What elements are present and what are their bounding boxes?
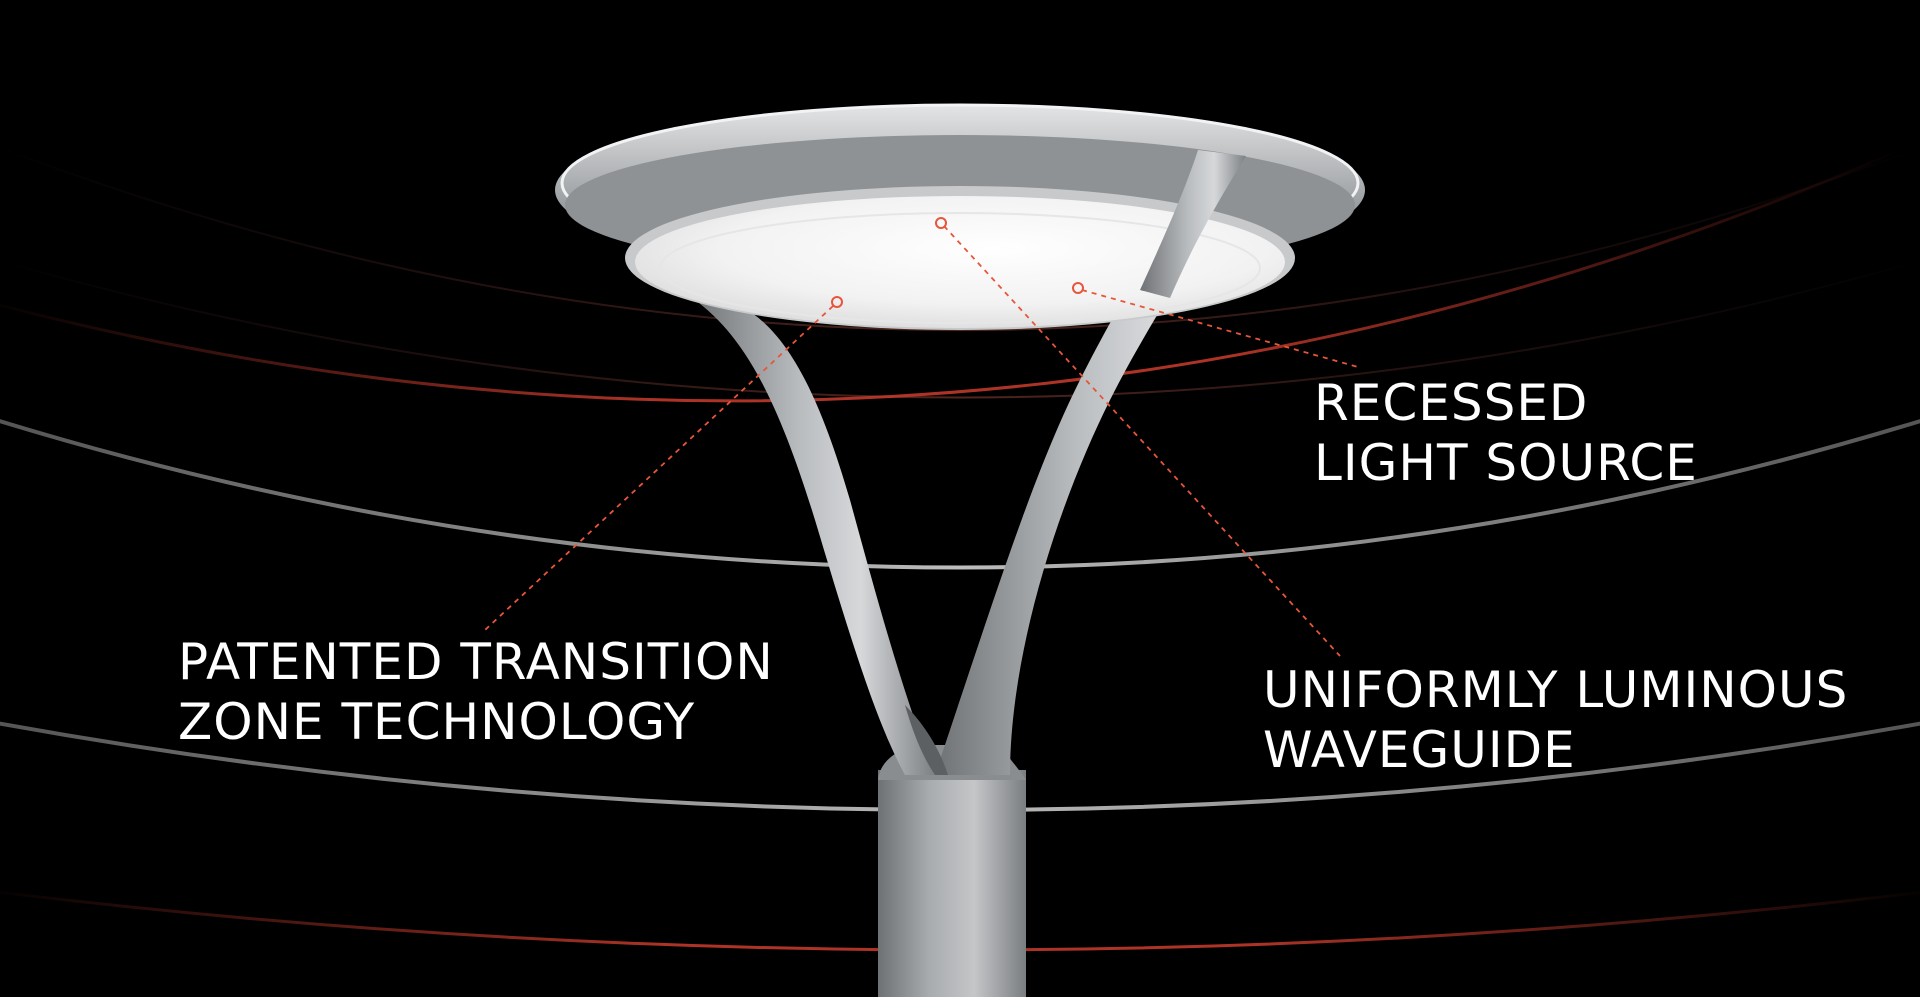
leader-waveguide <box>943 225 1341 657</box>
pole <box>878 745 1026 997</box>
callout-leaders <box>484 225 1359 657</box>
callout-recessed-line2: LIGHT SOURCE <box>1314 434 1698 492</box>
marker-patented-dot <box>831 296 843 308</box>
callout-uniformly-luminous-waveguide: UNIFORMLY LUMINOUS WAVEGUIDE <box>1263 660 1848 780</box>
callout-recessed-light-source: RECESSED LIGHT SOURCE <box>1314 373 1698 493</box>
marker-waveguide-dot <box>935 217 947 229</box>
callout-markers <box>831 217 1084 308</box>
marker-recessed-dot <box>1072 282 1084 294</box>
leader-recessed <box>1081 289 1359 368</box>
leader-patented <box>484 305 834 631</box>
callout-patented-line2: ZONE TECHNOLOGY <box>178 693 696 751</box>
luminaire-head <box>555 103 1365 330</box>
callout-waveguide-line1: UNIFORMLY LUMINOUS <box>1263 661 1849 719</box>
callout-recessed-line1: RECESSED <box>1314 374 1589 432</box>
callout-patented-transition-zone: PATENTED TRANSITION ZONE TECHNOLOGY <box>178 632 774 752</box>
waveguide-lens <box>635 196 1285 328</box>
callout-waveguide-line2: WAVEGUIDE <box>1263 721 1576 779</box>
callout-patented-line1: PATENTED TRANSITION <box>178 633 774 691</box>
